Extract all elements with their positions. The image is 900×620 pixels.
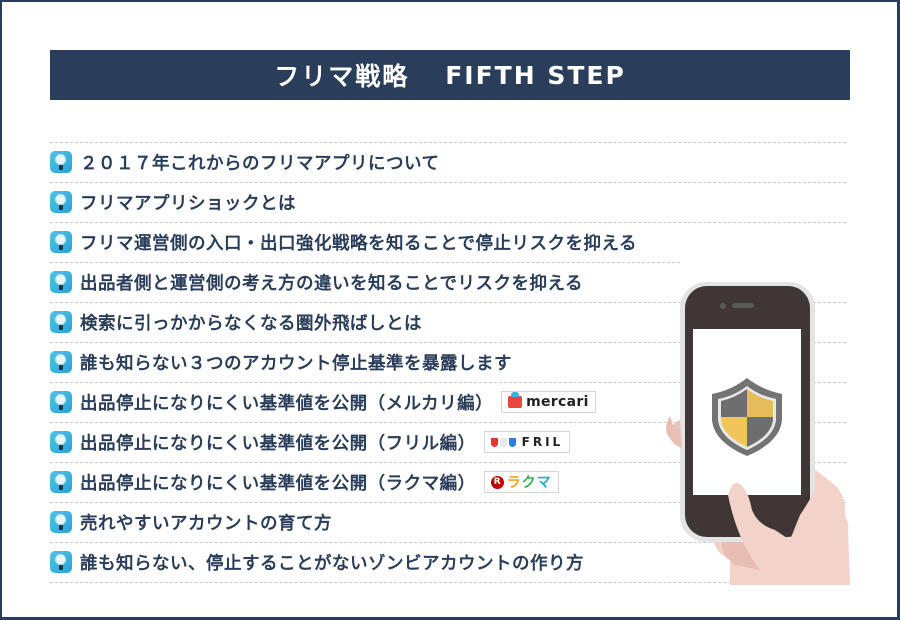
list-item-label: 売れやすいアカウントの育て方 [80,513,332,534]
header-title-ja: フリマ戦略 [274,62,410,91]
fril-dot-icon [508,437,516,447]
phone-camera-icon [720,303,726,309]
lightbulb-icon [50,271,72,293]
divider [50,462,846,463]
lightbulb-icon [50,231,72,253]
rakuten-r-icon: R [490,475,504,489]
list-item-label: 出品停止になりにくい基準値を公開（フリル編） [80,433,476,454]
list-item: 誰も知らない、停止することがないゾンビアカウントの作り方 [50,542,846,582]
lightbulb-icon [50,471,72,493]
lightbulb-icon [50,391,72,413]
list-item-label: 出品停止になりにくい基準値を公開（メルカリ編） [80,393,494,414]
lightbulb-icon [50,191,72,213]
divider [50,382,846,383]
list-item-label: ２０１７年これからのフリマアプリについて [80,153,440,174]
lightbulb-icon [50,431,72,453]
list-item: 誰も知らない３つのアカウント停止基準を暴露します [50,342,846,382]
mercari-box-icon [508,392,523,408]
divider [50,422,846,423]
rakuma-logo: R ラ ク マ [483,471,559,493]
shield-icon [712,378,782,456]
list-item-label: 検索に引っかからなくなる圏外飛ばしとは [80,313,422,334]
divider [50,542,846,543]
divider [50,222,846,223]
list-item: 売れやすいアカウントの育て方 [50,502,846,542]
divider [50,302,846,303]
list-item: 出品停止になりにくい基準値を公開（フリル編） FRIL [50,422,846,462]
divider [50,582,846,583]
list-item: ２０１７年これからのフリマアプリについて [50,142,846,182]
divider [50,142,846,143]
list-item-label: 誰も知らない、停止することがないゾンビアカウントの作り方 [80,553,584,574]
divider [50,342,846,343]
list-item: 出品者側と運営側の考え方の違いを知ることでリスクを抑える [50,262,846,302]
header-banner: フリマ戦略 FIFTH STEP [50,50,850,100]
lightbulb-icon [50,151,72,173]
fril-dot-icon [499,437,507,447]
lightbulb-icon [50,551,72,573]
phone-speaker [732,303,754,308]
header-title-en: FIFTH STEP [445,60,626,90]
list-item: フリマ運営側の入口・出口強化戦略を知ることで停止リスクを抑える [50,222,846,262]
fril-dot-icon [490,437,498,447]
list-item-label: 誰も知らない３つのアカウント停止基準を暴露します [80,353,512,374]
lightbulb-icon [50,351,72,373]
list-item: フリマアプリショックとは [50,182,846,222]
list-item: 検索に引っかからなくなる圏外飛ばしとは [50,302,846,342]
lightbulb-icon [50,311,72,333]
list-item-label: 出品者側と運営側の考え方の違いを知ることでリスクを抑える [80,273,583,294]
list-item-label: フリマアプリショックとは [80,193,296,214]
divider [50,182,846,183]
mercari-logo: mercari [501,391,596,413]
phone-in-hand-illustration [666,282,850,585]
list-item-label: フリマ運営側の入口・出口強化戦略を知ることで停止リスクを抑える [80,233,637,254]
divider [50,502,846,503]
hand-finger [669,420,682,448]
fril-logo: FRIL [483,431,571,453]
list-item-label: 出品停止になりにくい基準値を公開（ラクマ編） [80,473,476,494]
lightbulb-icon [50,511,72,533]
list-item: 出品停止になりにくい基準値を公開（メルカリ編） mercari [50,382,846,422]
list-item: 出品停止になりにくい基準値を公開（ラクマ編） R ラ ク マ [50,462,846,502]
divider [50,262,680,263]
hand-thumb [728,483,850,585]
